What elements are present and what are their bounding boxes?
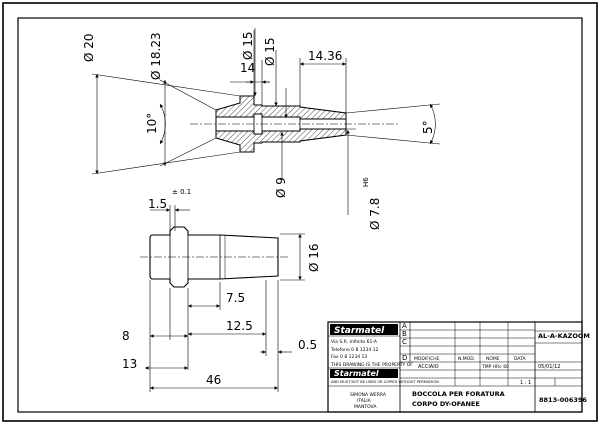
title-line-1: BOCCOLA PER FORATURA bbox=[412, 390, 505, 398]
usage-note: AND MUST NOT BE USED OR COPIED WITHOUT P… bbox=[331, 380, 439, 384]
title-line-2: CORPO DY-OFANEE bbox=[412, 400, 480, 408]
side-view bbox=[140, 226, 290, 288]
treatment: TMP HRc 60 bbox=[481, 364, 509, 370]
top-right-code: AL-A-KAZOOM bbox=[538, 332, 590, 340]
company-small-2: ITALIA bbox=[357, 398, 372, 404]
dim-d18-23: Ø 18.23 bbox=[149, 32, 163, 80]
dim-d7-8: Ø 7.8 bbox=[368, 198, 382, 230]
date: 05/01/12 bbox=[538, 364, 560, 370]
logo-text-2: Starmatel bbox=[334, 369, 379, 378]
dim-d15-a: Ø 15 bbox=[241, 31, 255, 60]
header-data: DATA bbox=[514, 356, 527, 362]
dim-7-5: 7.5 bbox=[226, 291, 245, 305]
tolerance-h6: H6 bbox=[362, 177, 370, 187]
logo-box bbox=[330, 324, 398, 335]
dim-angle-5: 5° bbox=[421, 120, 435, 134]
address-line-1: Via S.R. Infinito 61-A bbox=[331, 339, 378, 345]
company-small-3: MANTOVA bbox=[354, 404, 377, 410]
logo-box-2 bbox=[330, 369, 398, 378]
address-line-3: Fax 0 8 1234 13 bbox=[331, 354, 367, 360]
dim-tolerance: ± 0.1 bbox=[172, 188, 191, 196]
rev-letter-d: D bbox=[402, 354, 407, 362]
dim-angle-10: 10° bbox=[145, 113, 159, 134]
logo-text: Starmatel bbox=[334, 326, 385, 336]
header-nmod: N.MOD. bbox=[458, 356, 475, 362]
dim-12-5: 12.5 bbox=[226, 319, 253, 333]
dim-d9: Ø 9 bbox=[274, 177, 288, 198]
dim-0-5: 0.5 bbox=[298, 338, 317, 352]
company-small-1: SIMONA WERRA bbox=[350, 392, 387, 398]
section-view bbox=[190, 95, 400, 153]
material: ACCIAIO bbox=[418, 364, 439, 370]
dim-46: 46 bbox=[206, 373, 221, 387]
title-block bbox=[327, 321, 583, 413]
rev-letter-b: B bbox=[402, 330, 407, 338]
scale: 1 : 1 bbox=[520, 380, 531, 386]
dim-d20: Ø 20 bbox=[82, 33, 96, 62]
dim-d16: Ø 16 bbox=[307, 243, 321, 272]
dim-14: 14 bbox=[240, 61, 255, 75]
drawing-number: 8813-006396 bbox=[539, 396, 587, 404]
rev-letter-c: C bbox=[402, 338, 407, 346]
inner-frame bbox=[17, 17, 583, 413]
dim-13: 13 bbox=[122, 357, 137, 371]
rev-letter-a: A bbox=[402, 322, 407, 330]
address-line-2: Telefono 0 8 1234 12 bbox=[330, 347, 378, 353]
dim-8: 8 bbox=[122, 329, 130, 343]
property-note: THIS DRAWING IS THE PROPERTY OF bbox=[330, 362, 413, 368]
header-nome: NOME bbox=[486, 356, 500, 362]
side-dimensions bbox=[145, 205, 305, 392]
dim-d15-b: Ø 15 bbox=[263, 37, 277, 66]
dim-1-5: 1.5 bbox=[148, 197, 167, 211]
outer-frame bbox=[2, 2, 598, 422]
dim-14-36: 14.36 bbox=[308, 49, 342, 63]
header-modifiche: MODIFICHE bbox=[414, 356, 440, 362]
section-dimensions bbox=[91, 28, 441, 215]
